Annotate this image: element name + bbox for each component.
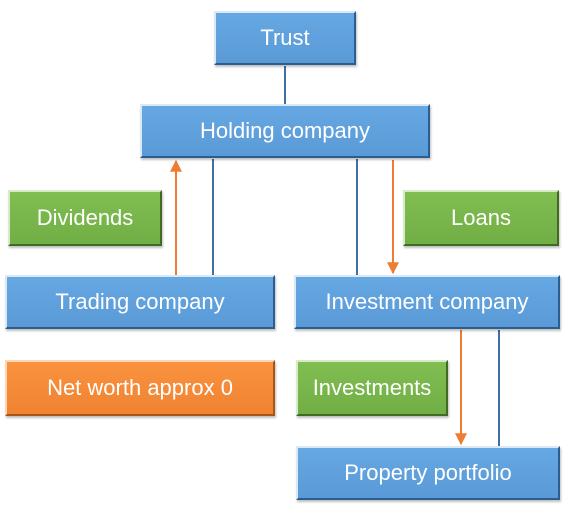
property-portfolio-label: Property portfolio xyxy=(344,460,512,485)
investment-company-label: Investment company xyxy=(325,289,529,314)
investments-box: Investments xyxy=(296,360,448,416)
trust-box: Trust xyxy=(214,11,356,65)
holding-company-box: Holding company xyxy=(140,104,430,158)
trading-company-box: Trading company xyxy=(5,275,275,329)
net-worth-box: Net worth approx 0 xyxy=(5,360,275,416)
investment-company-box: Investment company xyxy=(294,275,560,329)
trading-company-label: Trading company xyxy=(55,289,225,314)
loans-box: Loans xyxy=(403,190,559,246)
holding-company-label: Holding company xyxy=(200,118,370,143)
loans-label: Loans xyxy=(451,205,511,230)
dividends-label: Dividends xyxy=(36,205,134,230)
investments-label: Investments xyxy=(312,375,432,400)
net-worth-label: Net worth approx 0 xyxy=(47,375,233,400)
dividends-box: Dividends xyxy=(8,190,162,246)
property-portfolio-box: Property portfolio xyxy=(296,446,560,500)
trust-label: Trust xyxy=(260,25,310,50)
